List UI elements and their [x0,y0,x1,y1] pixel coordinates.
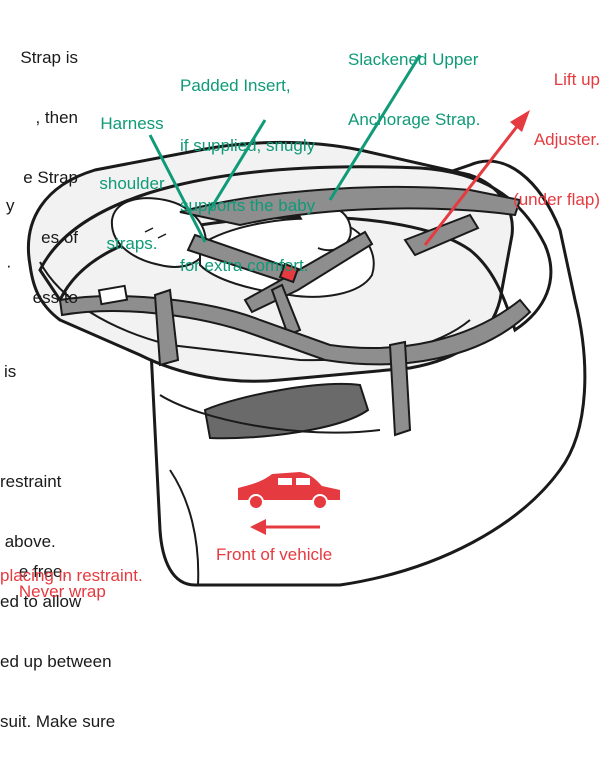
diagram-stage: Strap is , then e Strap es of ess to y ·… [0,0,604,589]
label-line: Harness [84,114,180,134]
label-line: supports the baby [180,196,315,216]
label-line: Lift up [484,70,600,90]
label-line: if supplied, snugly [180,136,315,156]
label-line: Anchorage Strap. [348,110,480,130]
left-text-line: ed up between [0,652,115,672]
label-line: straps. [84,234,180,254]
label-line: (under flap) [484,190,600,210]
left-text-line: · [6,256,25,276]
front-of-vehicle-label: Front of vehicle [216,545,332,565]
left-text-line: is [4,362,23,382]
left-text-block-2: y · [6,156,25,316]
slackened-strap-label: Slackened Upper Anchorage Strap. [348,10,480,170]
harness-shoulder-straps-label: Harness shoulder straps. [84,74,180,294]
label-line: for extra comfort. [180,256,315,276]
left-text-line: Strap is [0,48,78,68]
label-line: Adjuster. [484,130,600,150]
left-text-line: restraint [0,472,115,492]
left-text-line: , then [0,108,78,128]
lift-up-adjuster-label: Lift up Adjuster. (under flap) [484,30,600,250]
left-text-line: suit. Make sure [0,712,115,732]
warning-text-continued: placing in restraint. [0,566,143,586]
label-line: Padded Insert, [180,76,315,96]
label-line: Slackened Upper [348,50,480,70]
left-text-line: y [6,196,25,216]
label-line: shoulder [84,174,180,194]
left-text-block-3: is [4,322,23,422]
padded-insert-label: Padded Insert, if supplied, snugly suppo… [180,36,315,316]
